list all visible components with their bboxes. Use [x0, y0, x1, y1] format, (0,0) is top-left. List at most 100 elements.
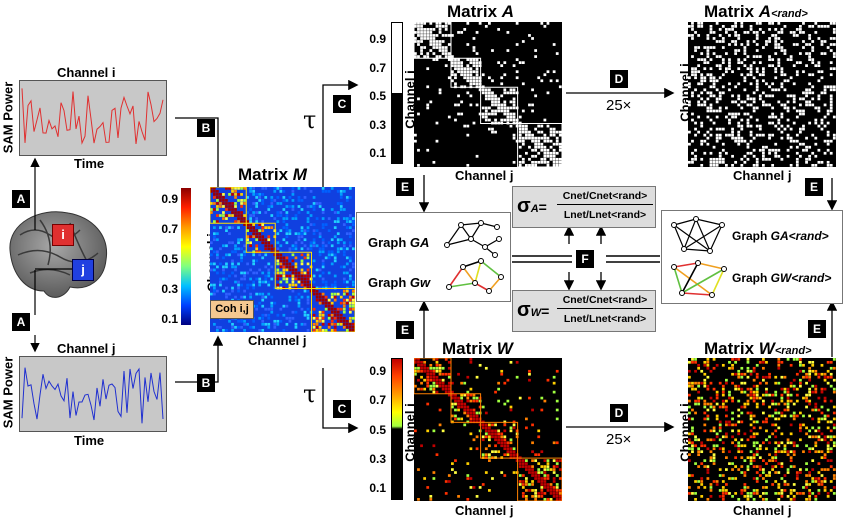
sigma-a-sub: A: [530, 203, 539, 215]
matrix-arand-heatmap: [688, 22, 836, 167]
sigma-a-eq: =: [538, 199, 547, 215]
matrix-w-title-var: W: [496, 339, 513, 358]
matrix-a-heatmap: [414, 22, 562, 167]
graph-gwrand-prefix: Graph: [732, 271, 771, 285]
graph-gwrand-var: GW<rand>: [770, 271, 832, 285]
matrix-a-title: Matrix A: [447, 2, 514, 22]
graph-ga-var: GA: [409, 235, 430, 250]
channel-i-plot: [19, 80, 167, 156]
matrix-w-title: Matrix W: [442, 339, 513, 359]
sigma-w-eq: =: [541, 303, 550, 319]
matrix-m-tick-0: 0.9: [161, 192, 178, 206]
matrix-w-tick-2: 0.5: [369, 423, 386, 437]
matrix-a-tick-0: 0.9: [369, 32, 386, 46]
sigma-a-sym: σ: [517, 195, 531, 217]
step-e-badge-w: E: [396, 321, 414, 339]
sigma-w-symbol: σW=: [517, 299, 549, 322]
matrix-m-tick-1: 0.7: [161, 222, 178, 236]
matrix-m-tick-2: 0.5: [161, 252, 178, 266]
matrix-m-heatmap: [210, 187, 355, 332]
matrix-a-tick-4: 0.1: [369, 146, 386, 160]
matrix-wrand-heatmap: [688, 358, 836, 501]
graph-ga-prefix: Graph: [368, 235, 410, 250]
graph-gwrand-label: Graph GW<rand>: [732, 271, 831, 285]
marker-j: j: [72, 259, 94, 281]
tau-top: τ: [303, 106, 317, 134]
sigma-a-symbol: σA=: [517, 195, 547, 218]
graph-garand-var: GA<rand>: [770, 229, 829, 243]
matrix-w-tick-0: 0.9: [369, 364, 386, 378]
channel-j-trace: [21, 367, 164, 424]
step-e-badge-arand: E: [805, 178, 823, 196]
matrix-a-tick-1: 0.7: [369, 61, 386, 75]
matrix-m-title-prefix: Matrix: [238, 165, 293, 184]
matrix-a-title-var: A: [501, 2, 515, 21]
repeat-top: 25×: [606, 97, 632, 114]
sigma-w-numerator: Cnet/Cnet<rand>: [557, 294, 653, 309]
step-d-badge-top: D: [610, 70, 628, 88]
step-c-badge-top: C: [333, 95, 351, 113]
graph-gw-prefix: Graph: [368, 275, 410, 290]
matrix-m-title-var: M: [292, 165, 307, 184]
step-f-badge: F: [576, 250, 594, 268]
matrix-w-tick-3: 0.3: [369, 452, 386, 466]
channel-j-plot: [19, 356, 167, 432]
matrix-wrand-title-var: W: [758, 339, 775, 358]
matrix-a-tick-2: 0.5: [369, 89, 386, 103]
matrix-a-tick-3: 0.3: [369, 118, 386, 132]
matrix-a-colorbar: [391, 22, 403, 164]
sigma-a-box: σA= Cnet/Cnet<rand> Lnet/Lnet<rand>: [512, 186, 656, 228]
channel-i-trace: [21, 88, 164, 145]
graph-gw-label: Graph Gw: [368, 275, 430, 290]
graph-gw-var: Gw: [409, 275, 431, 290]
matrix-arand-xlabel: Channel j: [733, 168, 792, 183]
matrix-m-colorbar: [181, 188, 191, 325]
matrix-wrand-title-prefix: Matrix: [704, 339, 759, 358]
graph-ga-label: Graph GA: [368, 235, 429, 250]
matrix-w-xlabel: Channel j: [455, 503, 514, 518]
graph-box-right: Graph GA<rand> Graph GW<rand>: [661, 210, 843, 304]
step-b-badge-top: B: [197, 119, 215, 137]
matrix-arand-title-prefix: Matrix: [704, 2, 759, 21]
marker-i: i: [52, 224, 74, 246]
tau-bottom: τ: [303, 380, 317, 408]
matrix-wrand-xlabel: Channel j: [733, 503, 792, 518]
step-d-badge-bottom: D: [610, 404, 628, 422]
matrix-m-title: Matrix M: [238, 165, 307, 185]
matrix-a-title-prefix: Matrix: [447, 2, 502, 21]
matrix-arand-title-var: A: [758, 2, 772, 21]
sigma-a-denominator: Lnet/Lnet<rand>: [563, 209, 647, 221]
channel-i-title: Channel i: [57, 65, 116, 80]
graph-ga-network: [444, 220, 502, 258]
matrix-m-tick-4: 0.1: [161, 312, 178, 326]
matrix-w-heatmap: [414, 358, 562, 501]
matrix-m-cell-label: Coh i,j: [210, 300, 254, 319]
matrix-arand-title-sub: <rand>: [771, 8, 808, 20]
matrix-w-title-prefix: Matrix: [442, 339, 497, 358]
matrix-w-tick-4: 0.1: [369, 481, 386, 495]
graph-gw-network: [446, 258, 504, 294]
sigma-a-numerator: Cnet/Cnet<rand>: [557, 190, 653, 205]
step-e-badge-a: E: [396, 178, 414, 196]
step-e-badge-wrand: E: [808, 320, 826, 338]
graph-box-left: Graph GA Graph Gw: [356, 212, 511, 302]
step-b-badge-bottom: B: [197, 374, 215, 392]
channel-j-xlabel: Time: [74, 433, 105, 448]
channel-i-xlabel: Time: [74, 156, 105, 171]
graph-gwrand-network: [671, 260, 727, 298]
channel-j-title: Channel j: [57, 341, 116, 356]
step-c-badge-bottom: C: [333, 400, 351, 418]
sigma-w-box: σW= Cnet/Cnet<rand> Lnet/Lnet<rand>: [512, 290, 656, 332]
repeat-bottom: 25×: [606, 431, 632, 448]
matrix-w-tick-1: 0.7: [369, 393, 386, 407]
matrix-m-xlabel: Channel j: [248, 333, 307, 348]
sigma-w-sub: W: [530, 307, 542, 319]
matrix-wrand-title: Matrix W<rand>: [704, 339, 812, 359]
matrix-a-xlabel: Channel j: [455, 168, 514, 183]
graph-garand-network: [671, 216, 725, 254]
sigma-w-denominator: Lnet/Lnet<rand>: [563, 313, 647, 325]
matrix-arand-title: Matrix A<rand>: [704, 2, 808, 22]
step-a-badge-bottom: A: [12, 313, 30, 331]
matrix-w-colorbar: [391, 358, 403, 500]
graph-garand-prefix: Graph: [732, 229, 771, 243]
